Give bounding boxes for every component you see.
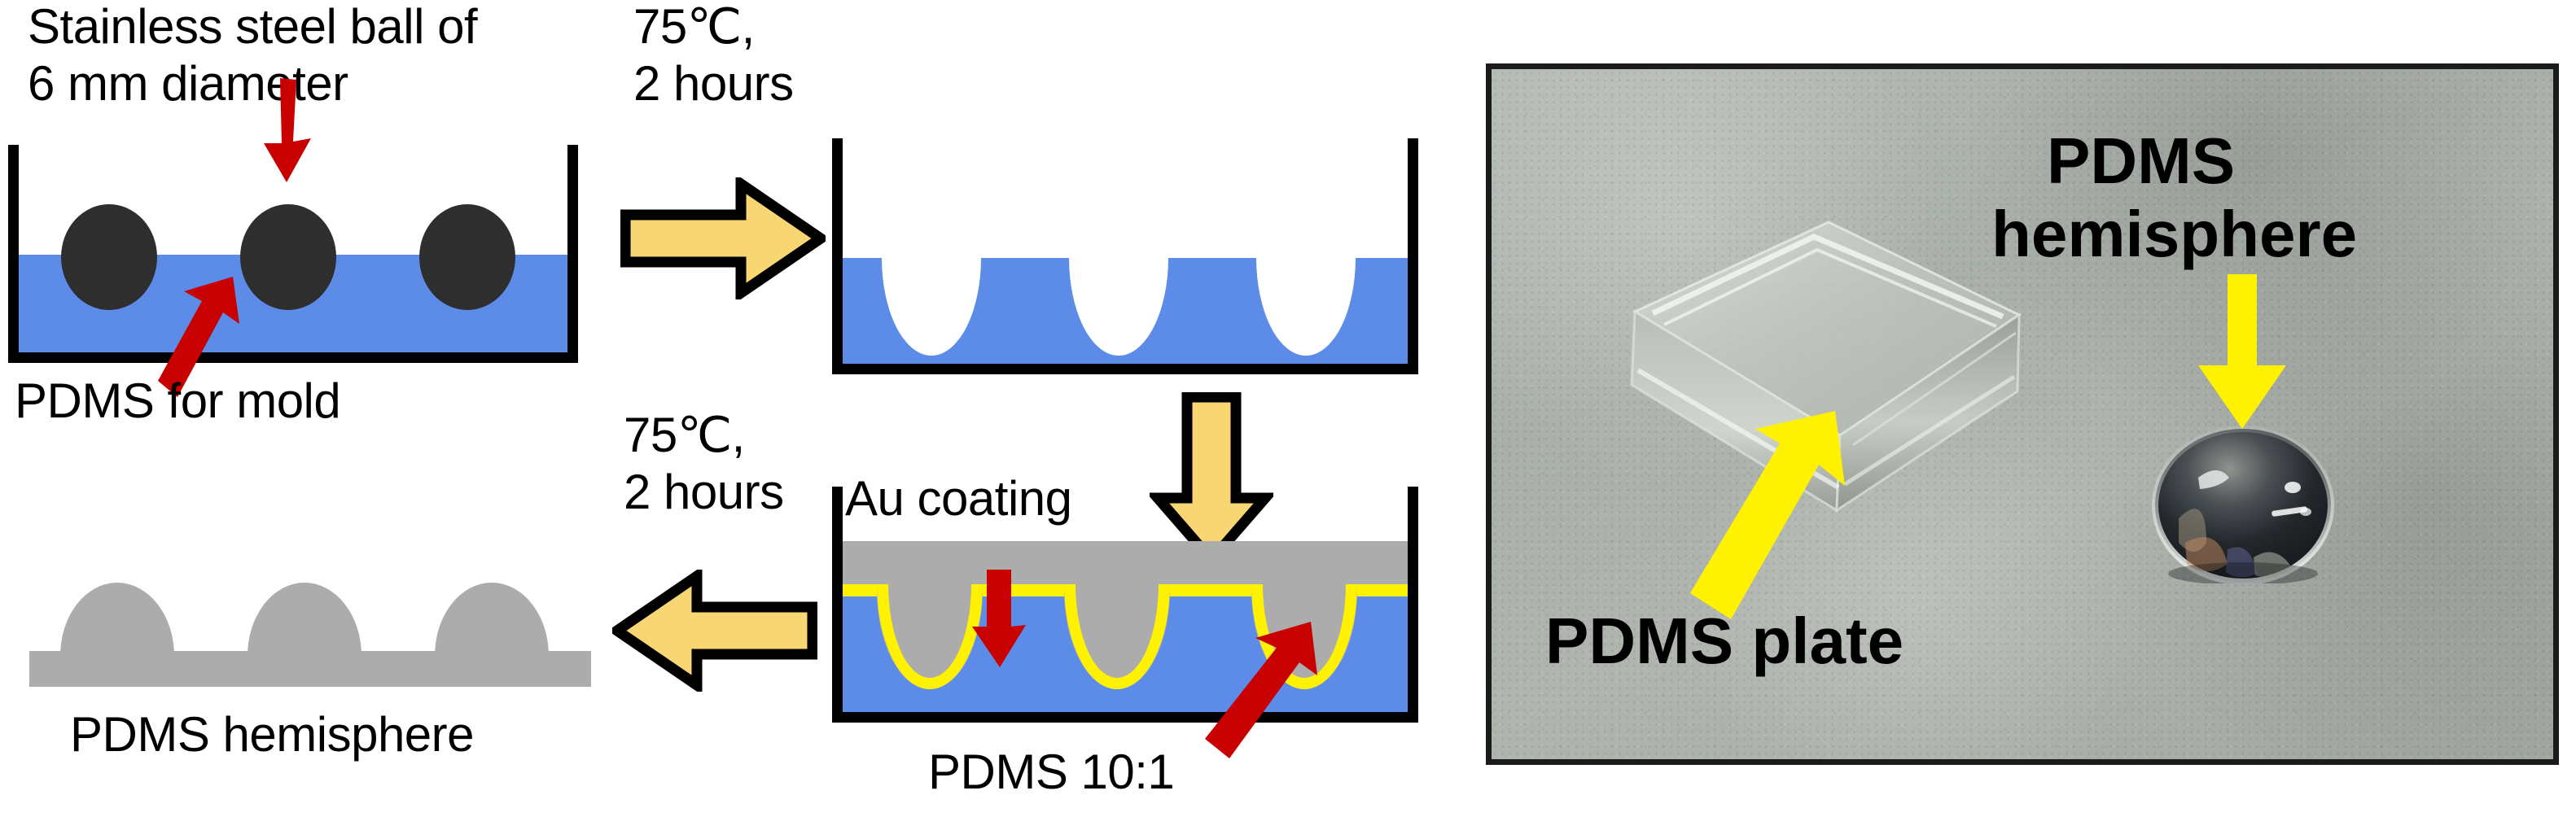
photo-label-hemisphere-line2: hemisphere: [1991, 198, 2358, 270]
steel-ball-caption: Stainless steel ball of 6 mm diameter: [28, 0, 478, 111]
vessel-wall-right: [1408, 487, 1418, 723]
photo-surface-texture: [1492, 69, 2553, 759]
pdms-plate-object: [1596, 191, 2052, 566]
steel-ball: [61, 204, 157, 310]
au-coating-layer: [1357, 584, 1408, 596]
vessel-wall-left: [832, 487, 843, 723]
cure-condition-top-label: 75℃, 2 hours: [633, 0, 794, 111]
vessel-wall-right: [1408, 138, 1418, 374]
au-coating-layer: [1170, 584, 1251, 596]
pdms-for-mold-caption: PDMS for mold: [15, 374, 341, 428]
vessel-interior: [19, 145, 567, 352]
vessel-wall-right: [567, 145, 578, 363]
step2-vessel: [832, 138, 1418, 374]
photo-arrow-to-hemisphere-icon: [2193, 274, 2291, 430]
vessel-floor: [832, 364, 1418, 374]
result-photograph: PDMS hemisphere PDMS plate: [1486, 63, 2559, 765]
pdms-hemisphere-caption: PDMS hemisphere: [70, 707, 475, 762]
process-arrow-left: [612, 570, 817, 692]
step4-product: [29, 570, 591, 687]
process-arrow-right: [620, 177, 826, 299]
vessel-wall-left: [8, 145, 19, 363]
process-arrow-down: [1150, 392, 1273, 565]
pdms-hemisphere-dome: [248, 583, 361, 656]
cure-condition-bottom-label: 75℃, 2 hours: [624, 408, 784, 519]
photo-arrow-to-plate-icon: [1684, 411, 1856, 619]
pointer-to-steel-ball-icon: [259, 78, 318, 182]
vessel-floor: [8, 352, 578, 363]
steel-ball: [419, 204, 515, 310]
pointer-to-pdms-10-1-icon: [1202, 618, 1329, 758]
steel-ball: [240, 204, 336, 310]
vessel-interior: [843, 138, 1408, 364]
pointer-to-pdms-mold-icon: [155, 277, 252, 397]
vessel-floor: [832, 712, 1418, 723]
step1-vessel: [8, 145, 578, 363]
pointer-to-au-coating-icon: [969, 570, 1029, 667]
au-coating-layer: [843, 584, 877, 596]
step3-vessel: [832, 487, 1418, 723]
pdms-hemisphere-object: [2149, 421, 2337, 583]
au-coating-label: Au coating: [845, 471, 1072, 526]
pdms-10-1-slab: [843, 541, 1408, 592]
pdms-hemisphere-dome: [435, 583, 549, 656]
photo-label-hemisphere-line1: PDMS: [2047, 124, 2236, 197]
pdms-hemisphere-dome: [60, 583, 174, 656]
pdms-ratio-label: PDMS 10:1: [928, 745, 1175, 799]
vessel-wall-left: [832, 138, 843, 374]
photo-label-plate: PDMS plate: [1545, 605, 1904, 677]
pdms-base-plate: [29, 651, 591, 687]
